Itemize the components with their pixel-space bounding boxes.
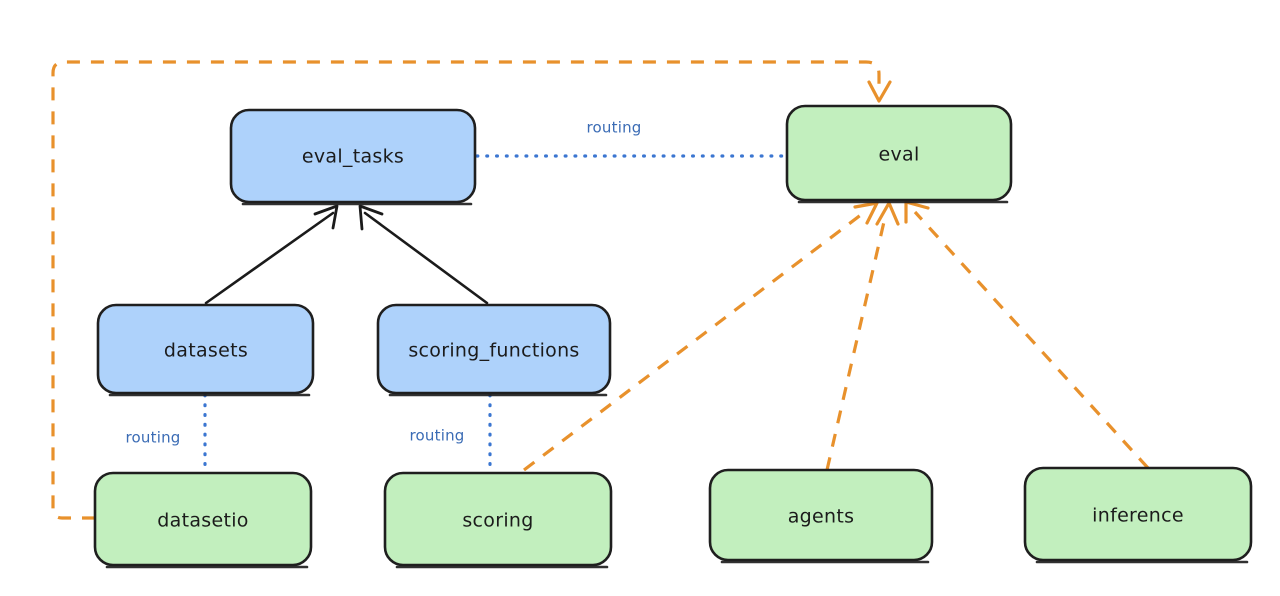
node-scoring-label: scoring bbox=[462, 510, 533, 532]
node-eval-tasks-label: eval_tasks bbox=[302, 146, 404, 168]
edge-label-routing-eval-tasks-eval: routing bbox=[587, 119, 642, 137]
node-datasetio-label: datasetio bbox=[157, 510, 248, 532]
node-layer: eval_tasks eval datasets scoring_functio… bbox=[93, 104, 1253, 569]
edge-datasets-eval-tasks bbox=[204, 204, 339, 305]
edge-agents-eval bbox=[825, 201, 900, 471]
node-eval-shape[interactable] bbox=[785, 104, 1013, 202]
node-datasets-label: datasets bbox=[164, 340, 248, 362]
edge-inference-eval bbox=[904, 200, 1150, 470]
edge-label-routing-datasets-datasetio: routing bbox=[126, 429, 181, 447]
node-agents[interactable]: agents bbox=[708, 468, 934, 564]
edge-datasetio-eval bbox=[51, 60, 892, 520]
node-scoring-shape[interactable] bbox=[383, 471, 613, 567]
node-eval-tasks[interactable]: eval_tasks bbox=[229, 108, 477, 206]
node-inference[interactable]: inference bbox=[1023, 466, 1253, 564]
node-datasets-shape[interactable] bbox=[96, 303, 315, 395]
edge-label-routing-scoring-functions-scoring: routing bbox=[410, 427, 465, 445]
node-scoring-functions-shape[interactable] bbox=[376, 303, 612, 395]
edge-label-layer: routing routing routing bbox=[126, 119, 642, 447]
node-inference-label: inference bbox=[1092, 505, 1184, 527]
edge-layer bbox=[51, 60, 1150, 520]
node-datasetio[interactable]: datasetio bbox=[93, 471, 313, 569]
node-scoring[interactable]: scoring bbox=[383, 471, 613, 569]
node-datasets[interactable]: datasets bbox=[96, 303, 315, 397]
node-scoring-functions[interactable]: scoring_functions bbox=[376, 303, 612, 397]
node-agents-label: agents bbox=[788, 506, 855, 528]
node-eval-tasks-shape[interactable] bbox=[229, 108, 477, 204]
node-inference-shape[interactable] bbox=[1023, 466, 1253, 562]
node-agents-shape[interactable] bbox=[708, 468, 934, 562]
edge-scoring-functions-eval-tasks bbox=[358, 204, 489, 305]
node-eval-label: eval bbox=[878, 144, 919, 166]
node-datasetio-shape[interactable] bbox=[93, 471, 313, 567]
node-scoring-functions-label: scoring_functions bbox=[408, 340, 579, 362]
node-eval[interactable]: eval bbox=[785, 104, 1013, 204]
